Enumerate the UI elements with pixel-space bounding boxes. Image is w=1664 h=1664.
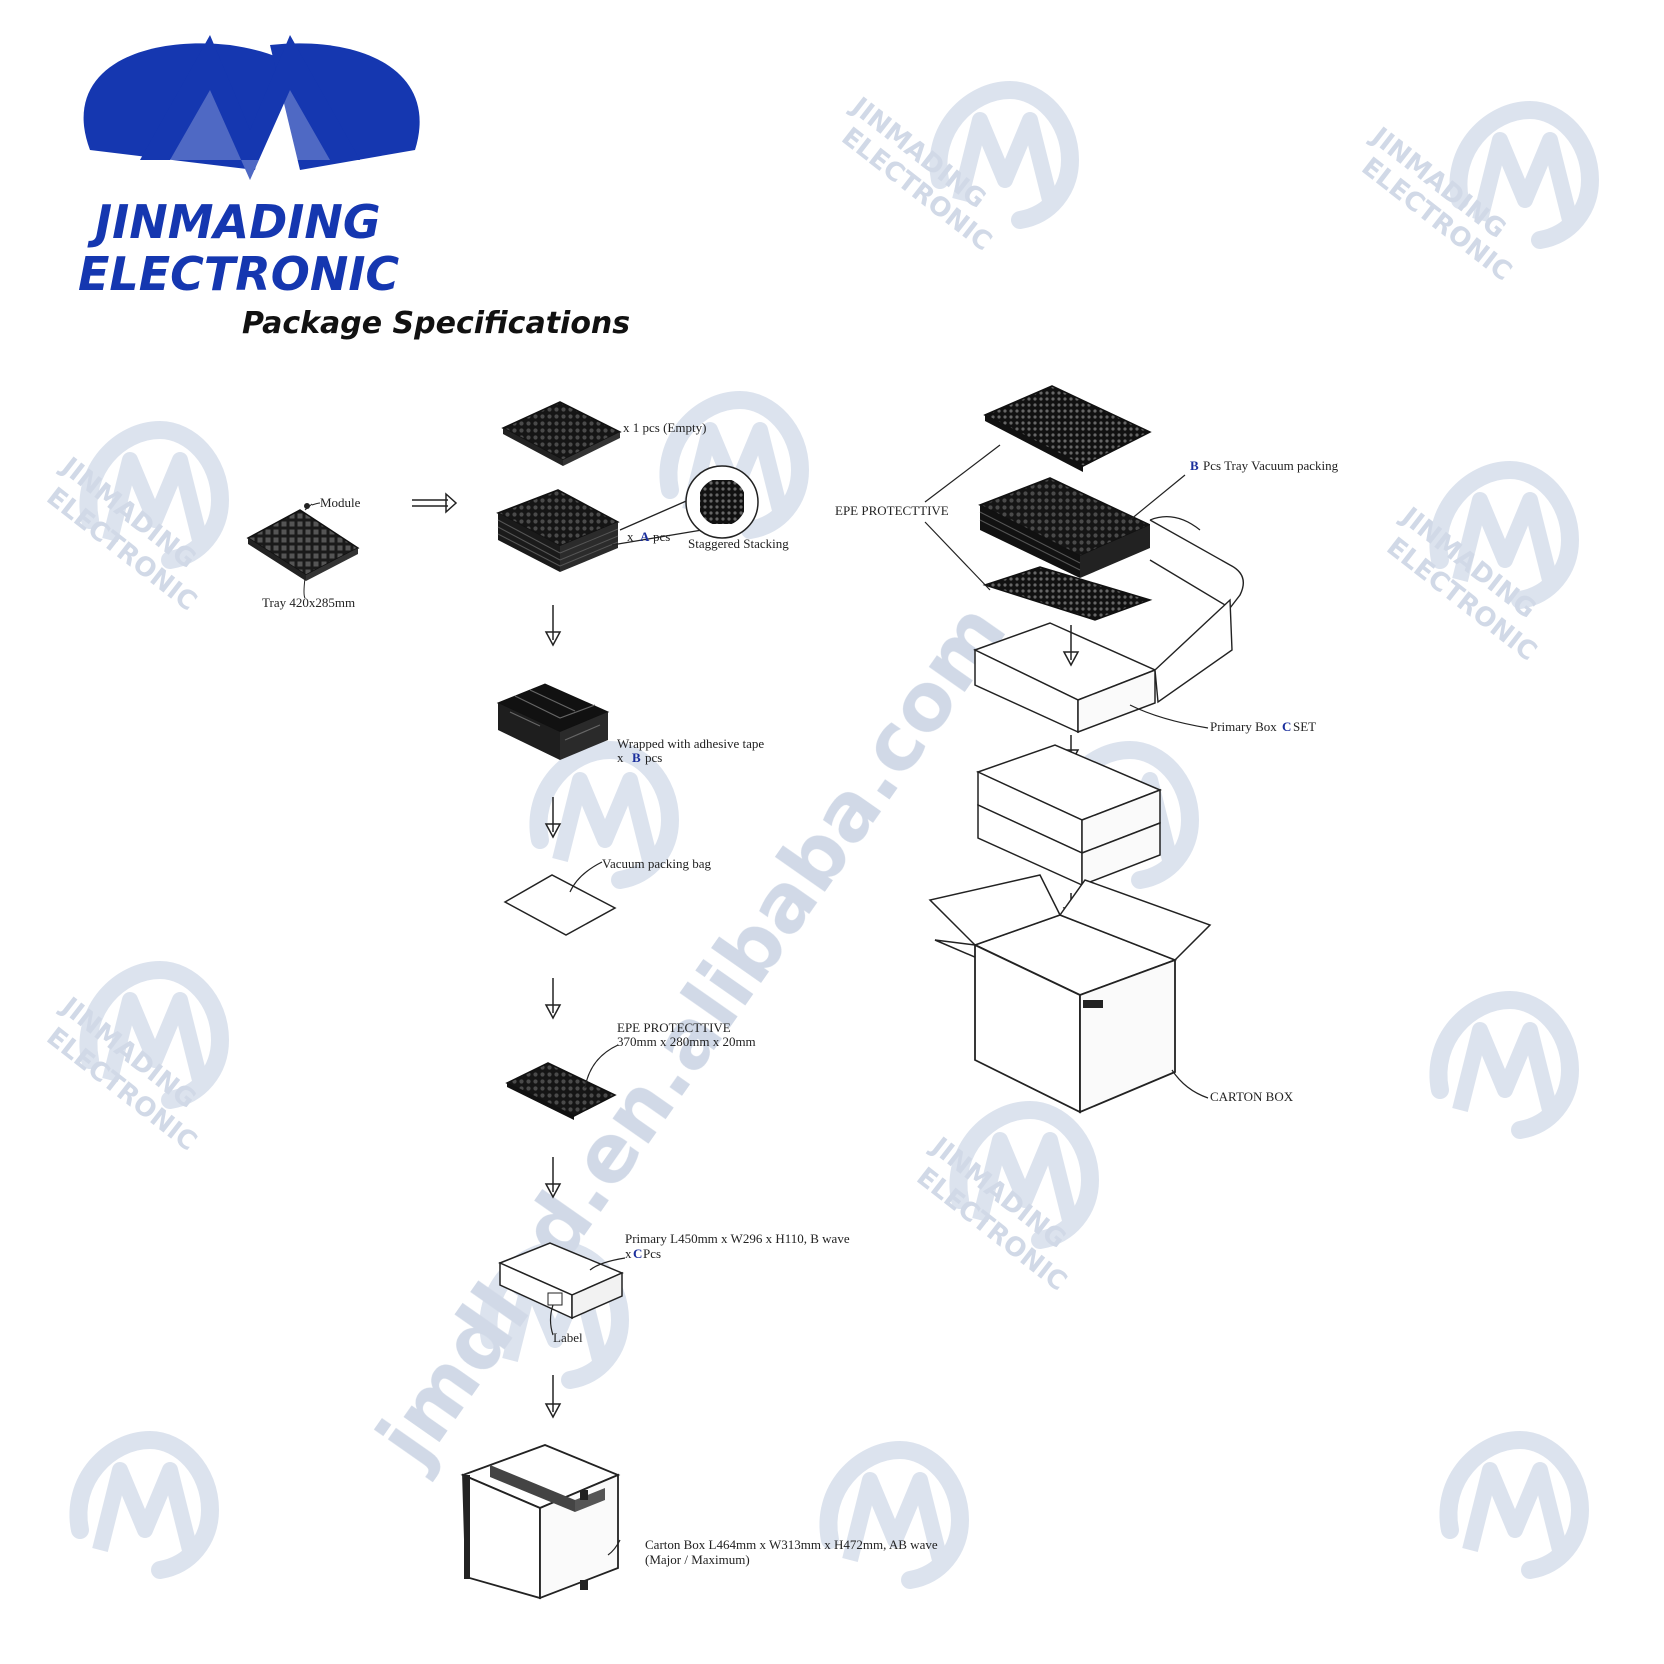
epe-top-sheet (985, 386, 1150, 472)
primary-qty-var: C (633, 1246, 642, 1261)
carton-box-label: Carton Box L464mm x W313mm x H472mm, AB … (645, 1537, 938, 1552)
tray-size-label: Tray 420x285mm (262, 595, 355, 610)
tray-vacuum-qty-var: B (1190, 458, 1199, 473)
tray-illustration (248, 503, 358, 598)
empty-tray-label: x 1 pcs (Empty) (623, 420, 706, 435)
arrow-down-icon (546, 978, 560, 1018)
wrapped-label: Wrapped with adhesive tape (617, 736, 764, 751)
arrow-down-icon (546, 1375, 560, 1417)
tray-vacuum-stack (980, 478, 1150, 578)
carton-box-illustration (463, 1445, 620, 1598)
carton-box-open (930, 875, 1210, 1112)
epe-bottom-sheet (985, 567, 1150, 620)
wrapped-qty-var: B (632, 750, 641, 765)
primary-box-label: Primary L450mm x W296 x H110, B wave (625, 1231, 850, 1246)
label-tag: Label (553, 1330, 583, 1345)
module-label: Module (320, 495, 361, 510)
page-title: Package Specifications (242, 306, 630, 341)
primary-box-open (975, 600, 1232, 732)
tray-vacuum-label: Pcs Tray Vacuum packing (1203, 458, 1339, 473)
epe-label: EPE PROTECTTIVE (617, 1020, 731, 1035)
stacked-primary-boxes (978, 745, 1160, 885)
wrapped-qty-prefix: x (617, 750, 624, 765)
primary-qty-prefix: x (625, 1246, 632, 1261)
vacuum-bag-roll (1150, 517, 1243, 608)
wrapped-qty-suffix: pcs (645, 750, 662, 765)
arrow-down-icon (546, 605, 560, 645)
vacuum-bag-label: Vacuum packing bag (602, 856, 712, 871)
stack-qty-prefix: x (627, 529, 634, 544)
primary-box-set-label-prefix: Primary Box (1210, 719, 1277, 734)
brand-logo (84, 35, 420, 180)
brand-name-line2: ELECTRONIC (78, 247, 399, 301)
primary-box-set-label-suffix: SET (1293, 719, 1316, 734)
tray-stack-illustration (498, 466, 758, 572)
stack-qty-suffix: pcs (653, 529, 670, 544)
epe-protective-label: EPE PROTECTTIVE (835, 503, 949, 518)
vacuum-bag-illustration (505, 862, 615, 935)
empty-tray-illustration (503, 402, 620, 466)
carton-box-note: (Major / Maximum) (645, 1552, 750, 1567)
arrow-right-icon (412, 494, 456, 512)
staggered-stacking-label: Staggered Stacking (688, 536, 789, 551)
brand-name-line1: JINMADING (87, 195, 381, 249)
epe-size-label: 370mm x 280mm x 20mm (617, 1034, 756, 1049)
primary-box-set-qty-var: C (1282, 719, 1291, 734)
carton-box-right-label: CARTON BOX (1210, 1089, 1294, 1104)
stack-qty-var: A (640, 529, 650, 544)
primary-qty-suffix: Pcs (643, 1246, 661, 1261)
